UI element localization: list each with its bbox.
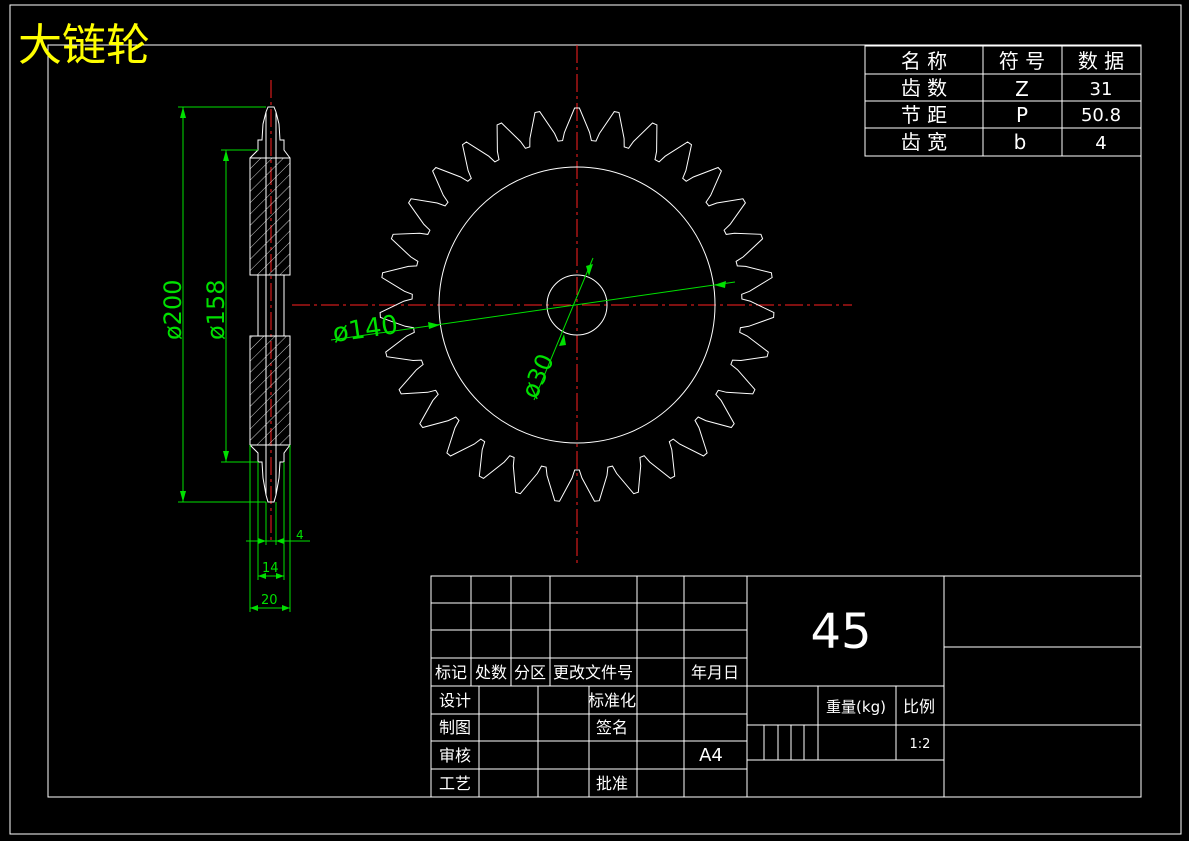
param-header-value: 数 据 <box>1078 49 1124 73</box>
tb-design: 设计 <box>439 691 471 710</box>
inner-frame <box>47 44 1142 798</box>
tb-sign: 签名 <box>596 718 628 737</box>
tb-standardize: 标准化 <box>588 691 636 710</box>
param-row-name: 齿 数 <box>901 76 947 100</box>
tb-scale: 1:2 <box>910 737 931 752</box>
dim-d140: ø140 <box>331 310 400 349</box>
dim-d158: ø158 <box>202 280 230 341</box>
dim-w14: 14 <box>262 561 279 576</box>
param-row-value: 31 <box>1090 79 1113 100</box>
param-header-symbol: 符 号 <box>999 49 1045 73</box>
outer-frame <box>9 4 1182 835</box>
param-row-symbol: P <box>1016 103 1028 127</box>
tb-paper: A4 <box>699 745 723 766</box>
tb-change-doc: 更改文件号 <box>553 663 633 682</box>
tb-scale-label: 比例 <box>903 697 935 716</box>
side-dimensions: ø200 ø158 4 14 20 <box>159 106 310 612</box>
parameter-table: 名 称 符 号 数 据 齿 数 Z 31 节 距 P 50.8 齿 宽 b 4 <box>864 45 1142 157</box>
param-row-symbol: Z <box>1015 77 1029 101</box>
tb-drawing: 制图 <box>439 718 471 737</box>
param-row-value: 4 <box>1095 133 1106 154</box>
tb-mark: 标记 <box>435 663 467 682</box>
tb-process: 工艺 <box>439 774 471 793</box>
tb-material: 45 <box>810 604 871 660</box>
tb-approve: 批准 <box>596 774 628 793</box>
param-row-name: 节 距 <box>901 103 947 127</box>
tb-zone: 分区 <box>514 663 546 682</box>
tb-weight: 重量(kg) <box>826 698 886 716</box>
dim-d200: ø200 <box>159 280 187 341</box>
param-row-name: 齿 宽 <box>901 130 947 154</box>
front-dimensions: ø140 ø30 <box>331 257 736 403</box>
param-row-symbol: b <box>1014 130 1027 154</box>
dim-w4: 4 <box>296 528 304 542</box>
param-header-name: 名 称 <box>901 49 947 73</box>
param-row-value: 50.8 <box>1081 105 1121 126</box>
dim-w20: 20 <box>261 593 278 608</box>
front-view <box>292 45 852 565</box>
dim-d30: ø30 <box>516 350 560 403</box>
tb-date: 年月日 <box>691 663 739 682</box>
sprocket-outline <box>379 107 775 502</box>
tb-count: 处数 <box>475 663 507 682</box>
tb-review: 审核 <box>439 746 471 765</box>
side-view <box>249 80 291 540</box>
title-block: 标记 处数 分区 更改文件号 年月日 设计 标准化 制图 签名 审核 A4 工艺… <box>430 575 1142 798</box>
bore-circle <box>546 274 608 336</box>
hub-circle <box>438 166 716 444</box>
drawing-title: 大链轮 <box>18 20 150 71</box>
